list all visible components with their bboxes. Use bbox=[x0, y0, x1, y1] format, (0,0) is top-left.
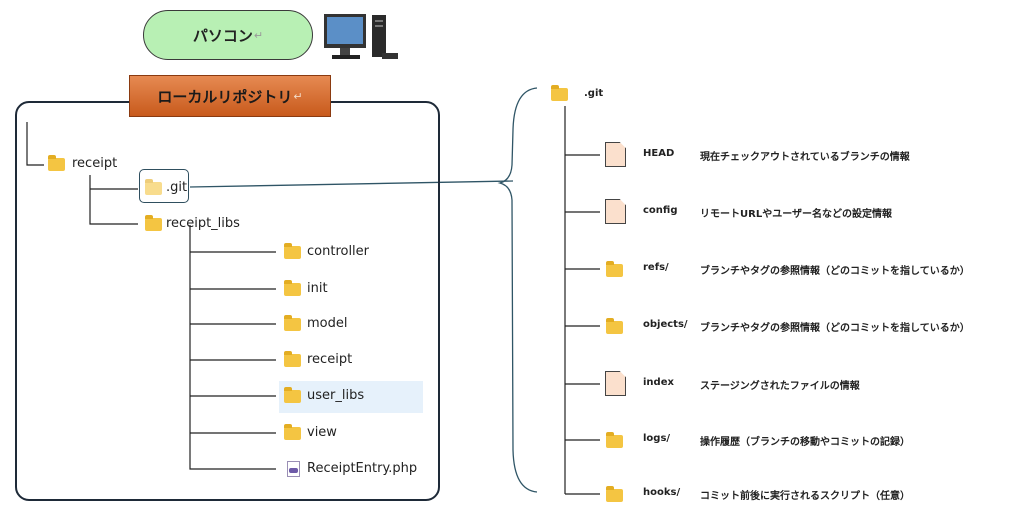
local-repository-label: ローカルリポジトリ↵ bbox=[129, 75, 331, 117]
file-receipt-entry-php[interactable]: ReceiptEntry.php bbox=[307, 461, 418, 476]
php-file-icon bbox=[287, 461, 300, 477]
git-item-desc: ブランチやタグの参照情報（どのコミットを指しているか） bbox=[700, 323, 970, 334]
folder-icon bbox=[284, 424, 301, 440]
git-item-desc: 現在チェックアウトされているブランチの情報 bbox=[700, 152, 910, 163]
folder-icon bbox=[606, 432, 623, 448]
file-icon bbox=[605, 371, 626, 396]
pc-label: パソコン↵ bbox=[143, 10, 313, 60]
folder-init[interactable]: init bbox=[307, 281, 328, 296]
folder-receipt-root[interactable]: receipt bbox=[72, 156, 118, 171]
folder-icon bbox=[284, 315, 301, 331]
folder-icon bbox=[284, 243, 301, 259]
git-highlight-box bbox=[139, 169, 189, 203]
folder-icon bbox=[48, 155, 65, 171]
git-item-desc: 操作履歴（ブランチの移動やコミットの記録） bbox=[700, 437, 910, 448]
file-icon bbox=[605, 199, 626, 224]
git-item-name: objects/ bbox=[643, 319, 688, 330]
git-item-desc: コミット前後に実行されるスクリプト（任意） bbox=[700, 491, 910, 502]
file-icon bbox=[605, 142, 626, 167]
git-item-name: refs/ bbox=[643, 262, 669, 273]
git-item-name: hooks/ bbox=[643, 487, 681, 498]
user-libs-highlight bbox=[279, 381, 423, 413]
folder-icon bbox=[284, 280, 301, 296]
git-item-name: logs/ bbox=[643, 433, 671, 444]
git-item-name: config bbox=[643, 205, 678, 216]
folder-view[interactable]: view bbox=[307, 425, 337, 440]
folder-icon bbox=[145, 179, 162, 195]
git-detail-title: .git bbox=[584, 88, 604, 99]
repo-label-text: ローカルリポジトリ bbox=[157, 87, 293, 106]
folder-icon bbox=[606, 486, 623, 502]
folder-icon bbox=[551, 85, 568, 101]
folder-icon bbox=[606, 318, 623, 334]
git-item-name: index bbox=[643, 377, 674, 388]
git-item-desc: ブランチやタグの参照情報（どのコミットを指しているか） bbox=[700, 266, 970, 277]
folder-icon bbox=[284, 351, 301, 367]
folder-receipt[interactable]: receipt bbox=[307, 352, 353, 367]
folder-icon bbox=[606, 261, 623, 277]
folder-git[interactable]: .git bbox=[166, 180, 188, 195]
folder-controller[interactable]: controller bbox=[307, 244, 370, 259]
folder-user-libs[interactable]: user_libs bbox=[307, 388, 365, 403]
folder-model[interactable]: model bbox=[307, 316, 348, 331]
git-item-desc: リモートURLやユーザー名などの設定情報 bbox=[700, 209, 892, 220]
return-mark: ↵ bbox=[253, 28, 264, 42]
desktop-computer-icon bbox=[324, 14, 398, 59]
pc-label-text: パソコン bbox=[192, 26, 253, 45]
folder-icon bbox=[145, 215, 162, 231]
return-mark: ↵ bbox=[293, 89, 303, 103]
folder-icon bbox=[284, 387, 301, 403]
git-item-desc: ステージングされたファイルの情報 bbox=[700, 381, 860, 392]
git-item-name: HEAD bbox=[643, 148, 675, 159]
folder-receipt-libs[interactable]: receipt_libs bbox=[166, 216, 240, 231]
